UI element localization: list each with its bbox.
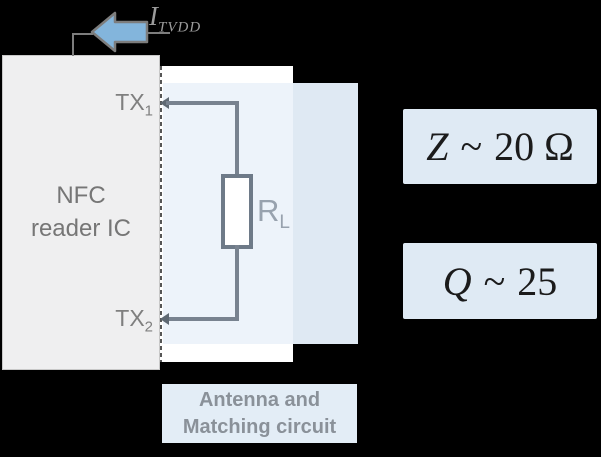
antenna-panel — [163, 83, 358, 344]
tx2-pin-label: TX2 — [98, 305, 153, 336]
nfc-reader-ic-box: NFC reader IC — [2, 55, 160, 370]
tvdd-current-sub: TVDD — [158, 19, 202, 36]
reader-box-label-line2: reader IC — [30, 214, 132, 242]
q-factor-relation: ~ — [483, 258, 506, 304]
tx1-pin-label: TX1 — [98, 89, 153, 120]
ic-boundary-dashed-line — [160, 66, 162, 362]
antenna-caption-line2: Matching circuit — [182, 415, 337, 438]
tvdd-current-arrow-icon — [72, 11, 170, 56]
impedance-relation: ~ — [460, 124, 483, 169]
resistor-label-base: R — [257, 193, 280, 228]
impedance-value: 20 Ω — [494, 124, 574, 169]
resistor-label: RL — [257, 193, 290, 234]
tx1-wire-vertical — [235, 101, 239, 177]
tx2-pin-base: TX — [115, 305, 145, 331]
tx2-wire-horizontal — [166, 317, 239, 321]
tx1-pin-base: TX — [115, 89, 145, 115]
q-factor-value: 25 — [517, 258, 558, 304]
tx1-wire-horizontal — [166, 101, 239, 105]
q-factor-variable: Q — [442, 258, 472, 304]
impedance-badge: Z ~ 20 Ω — [403, 109, 597, 184]
tvdd-current-label: ITVDD — [149, 1, 201, 36]
tx1-pin-sub: 1 — [144, 102, 153, 120]
tx2-wire-vertical — [235, 245, 239, 321]
resistor-label-sub: L — [279, 212, 290, 234]
q-factor-badge: Q ~ 25 — [403, 243, 597, 319]
tx1-wire-arrowhead — [160, 97, 169, 109]
antenna-caption-line1: Antenna and — [198, 388, 321, 411]
tvdd-current-base: I — [149, 1, 158, 31]
tx2-pin-sub: 2 — [144, 318, 153, 336]
reader-box-label-line1: NFC — [56, 182, 106, 210]
impedance-variable: Z — [426, 124, 449, 169]
antenna-matching-caption: Antenna and Matching circuit — [162, 384, 357, 443]
load-resistor — [221, 174, 253, 249]
tx2-wire-arrowhead — [160, 313, 169, 325]
